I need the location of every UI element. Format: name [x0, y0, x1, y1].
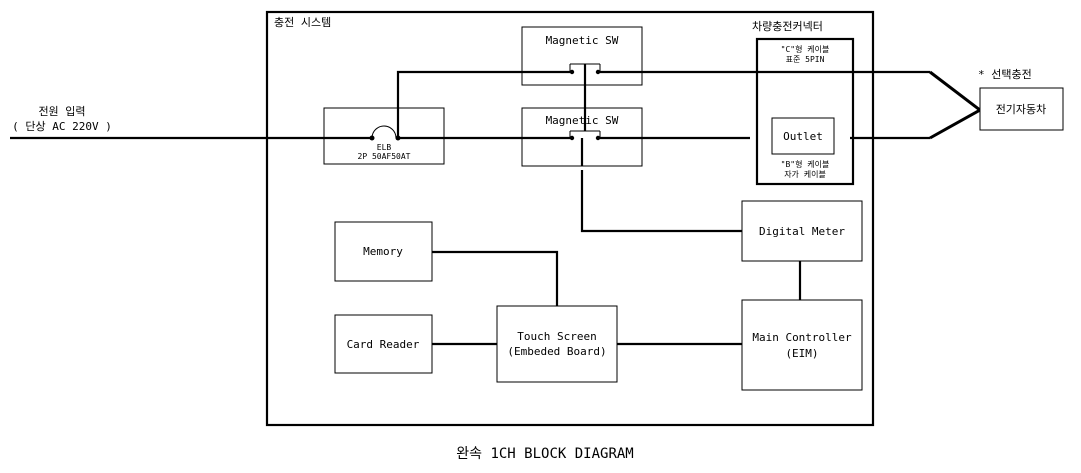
charging-system-title: 충전 시스템 — [274, 16, 331, 29]
touch-screen-label: Touch Screen — [517, 330, 596, 343]
electric-vehicle-label: 전기자동차 — [996, 103, 1047, 116]
outlet-box — [771, 117, 835, 155]
memory-label: Memory — [363, 245, 403, 258]
power-input-spec: ( 단상 AC 220V ) — [12, 120, 112, 133]
digital-meter-label: Digital Meter — [759, 225, 845, 238]
main-controller-box — [741, 299, 863, 391]
elb-rating: 2P 50AF50AT — [358, 152, 411, 161]
touch-screen-board: (Embeded Board) — [507, 345, 606, 358]
outlet-label: Outlet — [783, 130, 823, 143]
c-type-cable-label: "C"형 케이블 — [781, 44, 830, 54]
b-type-cable-spec: 자가 케이블 — [784, 169, 826, 179]
elb-box — [323, 107, 445, 165]
diagram-caption: 완속 1CH BLOCK DIAGRAM — [456, 446, 633, 462]
magnetic-sw-top-label: Magnetic SW — [546, 34, 619, 47]
digital-meter-box — [741, 200, 863, 262]
memory-box — [334, 221, 433, 282]
selective-charge-label: * 선택충전 — [978, 68, 1032, 81]
vehicle-connector-title: 차량충전커넥터 — [752, 20, 823, 33]
elb-label: ELB — [377, 143, 392, 152]
charging-system-frame — [265, 10, 875, 427]
elb-breaker-symbol — [371, 125, 397, 139]
power-input-label: 전원 입력 — [38, 105, 85, 118]
card-reader-box — [334, 314, 433, 374]
c-type-cable-spec: 표준 5PIN — [786, 55, 825, 64]
main-controller-eim: (EIM) — [785, 347, 818, 360]
card-reader-label: Card Reader — [347, 338, 420, 351]
magnetic-sw-top-box — [521, 26, 643, 86]
main-controller-label: Main Controller — [752, 331, 852, 344]
touch-screen-box — [496, 305, 618, 383]
magnetic-sw-bottom-label: Magnetic SW — [546, 114, 619, 127]
b-type-cable-label: "B"형 케이블 — [781, 159, 830, 169]
vehicle-connector-frame — [755, 37, 855, 186]
electric-vehicle-box — [979, 87, 1064, 131]
